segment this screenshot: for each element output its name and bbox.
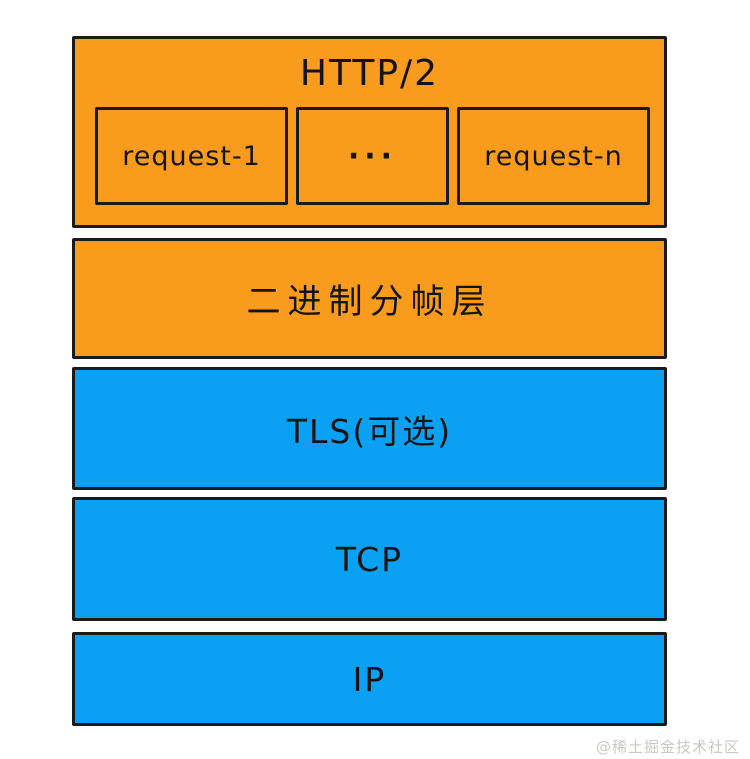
layer-tcp: TCP <box>72 497 667 621</box>
binary-framing-label: 二进制分帧层 <box>246 282 493 322</box>
layer-ip: IP <box>72 632 667 726</box>
request-1-label: request-1 <box>122 140 261 172</box>
request-ellipsis-label: ··· <box>347 138 398 174</box>
layer-binary-framing: 二进制分帧层 <box>72 238 667 359</box>
juejin-watermark: @稀土掘金技术社区 <box>595 738 740 756</box>
ip-label: IP <box>352 659 387 699</box>
request-1-box: request-1 <box>95 107 288 205</box>
request-ellipsis-box: ··· <box>296 107 449 205</box>
layer-tls: TLS(可选) <box>72 367 667 490</box>
request-n-label: request-n <box>484 140 623 172</box>
tcp-label: TCP <box>335 539 404 579</box>
request-n-box: request-n <box>457 107 650 205</box>
http2-layer-label: HTTP/2 <box>299 53 440 94</box>
layer-http2: HTTP/2 request-1 ··· request-n <box>72 36 667 228</box>
tls-label: TLS(可选) <box>286 411 453 451</box>
